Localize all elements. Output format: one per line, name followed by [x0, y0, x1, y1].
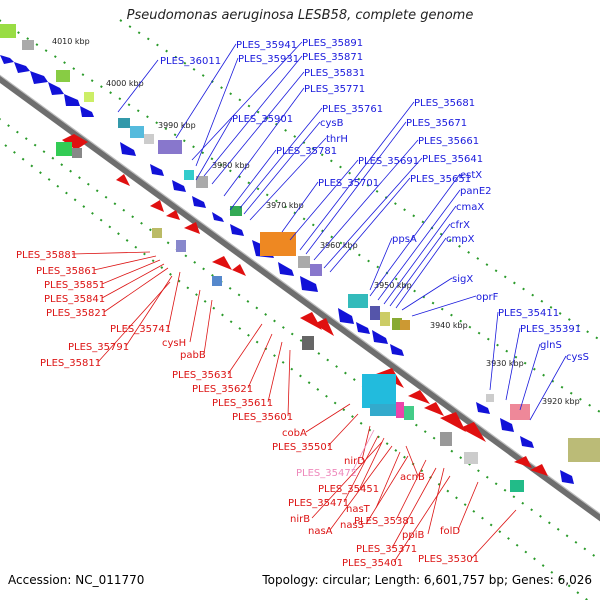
gene-label: cfrX — [450, 220, 470, 231]
tick-label: 4010 kbp — [52, 37, 90, 46]
gene-label: pabB — [180, 350, 206, 361]
tick-label: 3980 kbp — [212, 161, 250, 170]
tick-label: 3990 kbp — [158, 121, 196, 130]
gene-label: PLES_35811 — [40, 358, 101, 369]
gene-label: PLES_35451 — [318, 484, 379, 495]
gene-label: PLES_35891 — [302, 38, 363, 49]
gene-label: PLES_35681 — [414, 98, 475, 109]
gene-label: PLES_36011 — [160, 56, 221, 67]
gene-label: PLES_35831 — [304, 68, 365, 79]
gene-label: cmpX — [446, 234, 475, 245]
gene-label: PLES_35651 — [410, 174, 471, 185]
forward-gene-labels[interactable]: PLES_36011 PLES_35941 PLES_35891 PLES_35… — [160, 38, 589, 363]
dotted-guides — [0, 19, 600, 600]
gene-label: PLES_35781 — [276, 146, 337, 157]
gene-label: nirD — [344, 456, 365, 467]
gene-label: PLES_35761 — [322, 104, 383, 115]
gene-label: PLES_35671 — [406, 118, 467, 129]
gene-label: PLES_35881 — [16, 250, 77, 261]
gene-label: PLES_35821 — [46, 308, 107, 319]
reverse-label-leaders — [71, 251, 517, 563]
gene-label: nirB — [290, 514, 310, 525]
accession-text: Accession: NC_011770 — [8, 573, 145, 587]
gene-label: cysB — [320, 118, 344, 129]
gene-label: PLES_35611 — [212, 398, 273, 409]
gene-label: glnS — [540, 340, 562, 351]
gene-label: PLES_35301 — [418, 554, 479, 565]
gene-label: estX — [460, 170, 482, 181]
gene-label: cobA — [282, 428, 307, 439]
gene-label: nasS — [340, 520, 364, 531]
genome-backbone — [0, 75, 600, 522]
tick-label: 3960 kbp — [320, 241, 358, 250]
gene-label: PLES_35861 — [36, 266, 97, 277]
gene-label: PLES_35641 — [422, 154, 483, 165]
gene-label: PLES_35621 — [192, 384, 253, 395]
forward-label-leaders — [117, 41, 567, 421]
tick-label: 3920 kbp — [542, 397, 580, 406]
gene-label: PLES_35631 — [172, 370, 233, 381]
coordinate-ticks: 4010 kbp 4000 kbp 3990 kbp 3980 kbp 3970… — [52, 37, 580, 406]
gene-label: folD — [440, 526, 460, 537]
gene-label: PLES_35471 — [288, 498, 349, 509]
gene-label: PLES_35741 — [110, 324, 171, 335]
map-title: Pseudomonas aeruginosa LESB58, complete … — [126, 8, 474, 23]
gene-label: ppsA — [392, 234, 417, 245]
tick-label: 3970 kbp — [266, 201, 304, 210]
forward-strand-colored-blocks — [0, 24, 600, 462]
gene-label: PLES_35931 — [238, 54, 299, 65]
gene-label: PLES_35701 — [318, 178, 379, 189]
reverse-strand-colored-blocks — [56, 142, 524, 492]
tick-label: 3950 kbp — [374, 281, 412, 290]
gene-label: PLES_35401 — [342, 558, 403, 569]
gene-label: PLES_35472 — [296, 468, 357, 479]
gene-label: PLES_35901 — [232, 114, 293, 125]
gene-label: PLES_35381 — [354, 516, 415, 527]
gene-label: cysH — [162, 338, 186, 349]
gene-label: cmaX — [456, 202, 484, 213]
gene-label: PLES_35791 — [68, 342, 129, 353]
gene-label: PLES_35391 — [520, 324, 581, 335]
gene-label: sigX — [452, 274, 473, 285]
gene-label: PLES_35661 — [418, 136, 479, 147]
tick-label: 3930 kbp — [486, 359, 524, 368]
gene-label: PLES_35691 — [358, 156, 419, 167]
gene-label: PLES_35851 — [44, 280, 105, 291]
reverse-strand-genes[interactable] — [62, 134, 548, 476]
gene-label: panE2 — [460, 186, 492, 197]
gene-label: PLES_35871 — [302, 52, 363, 63]
gene-label: acnB — [400, 472, 425, 483]
gene-label: cysS — [566, 352, 589, 363]
gene-label: PLES_35841 — [44, 294, 105, 305]
reverse-gene-labels[interactable]: PLES_35881 PLES_35861 PLES_35851 PLES_35… — [16, 250, 479, 569]
gene-label: PLES_35501 — [272, 442, 333, 453]
genome-summary: Topology: circular; Length: 6,601,757 bp… — [262, 573, 592, 587]
gene-label: thrH — [326, 134, 348, 145]
gene-label: nasA — [308, 526, 333, 537]
gene-label: PLES_35941 — [236, 40, 297, 51]
gene-label: PLES_35601 — [232, 412, 293, 423]
tick-label: 3940 kbp — [430, 321, 468, 330]
gene-label: PLES_35771 — [304, 84, 365, 95]
gene-label: nasT — [346, 504, 371, 515]
gene-label: PLES_35371 — [356, 544, 417, 555]
tick-label: 4000 kbp — [106, 79, 144, 88]
gene-label: PLES_35411 — [498, 308, 559, 319]
gene-label: oprF — [476, 292, 499, 303]
gene-label: ppiB — [402, 530, 424, 541]
